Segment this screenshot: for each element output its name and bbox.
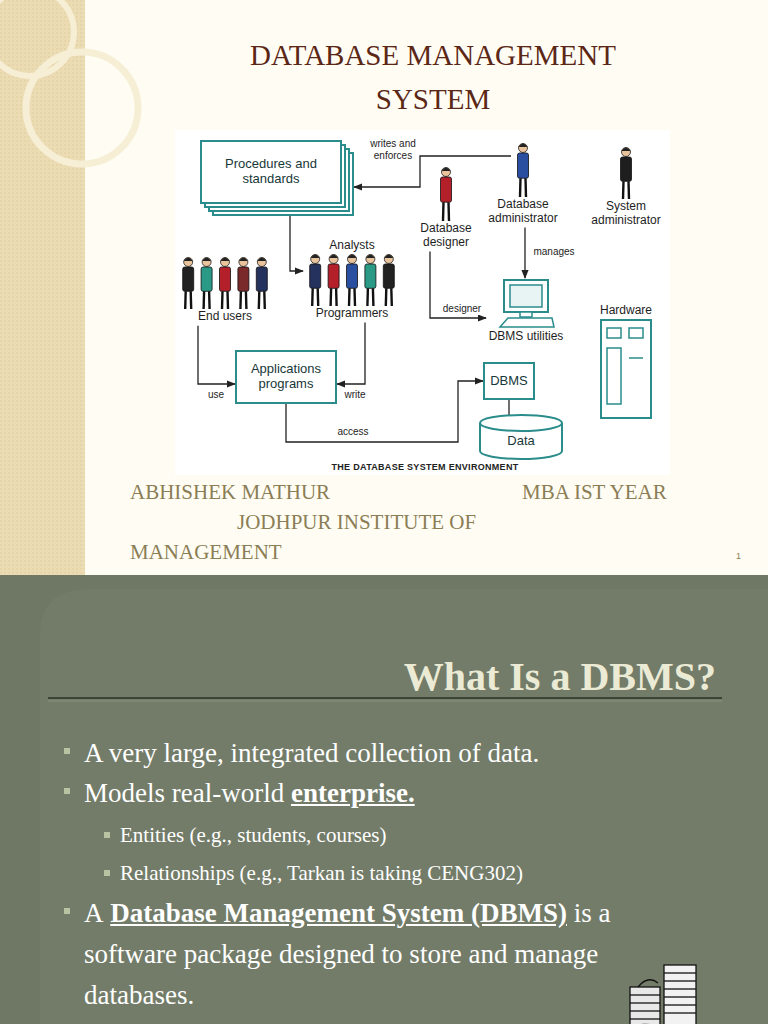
node-text: DBMS utilities xyxy=(486,330,566,344)
dbms-box: DBMS xyxy=(483,362,535,400)
bullet-text: A very large, integrated collection of d… xyxy=(84,738,539,768)
diagram-caption: THE DATABASE SYSTEM ENVIRONMENT xyxy=(300,462,550,473)
edge-label: access xyxy=(330,426,376,438)
end-users-group: End users xyxy=(176,256,274,324)
procedures-box: Procedures and standards xyxy=(200,140,342,204)
bullet-marker xyxy=(64,748,70,754)
bullet-row: Models real-worldenterprise. xyxy=(84,773,724,814)
sub-bullet-text: Entities (e.g., students, courses) xyxy=(120,823,387,847)
bullet-marker xyxy=(64,908,70,914)
connector xyxy=(524,228,525,278)
computer-icon xyxy=(496,278,556,330)
hardware-unit: Hardware xyxy=(592,304,660,420)
bullet-text: A xyxy=(84,898,104,928)
bullet-text: Models real-world xyxy=(84,778,284,808)
bullet-emphasis: Database Management System (DBMS) xyxy=(110,898,567,928)
edge-label: writes and enforces xyxy=(368,138,418,161)
node-text: Hardware xyxy=(592,304,660,318)
author-year: MBA IST YEAR xyxy=(522,478,667,506)
slide-two: A very large, integrated collection of d… xyxy=(0,575,768,1024)
slide-one: Procedures and standardsDatabase designe… xyxy=(0,0,768,575)
dbms-utilities-computer: DBMS utilities xyxy=(486,278,566,344)
applications-box: Applications programs xyxy=(235,350,337,404)
node-text: DBMS xyxy=(490,374,528,389)
node-text: Database designer xyxy=(410,222,482,250)
node-text: Applications programs xyxy=(242,362,330,392)
people-figure xyxy=(179,256,271,310)
bullet-row: A very large, integrated collection of d… xyxy=(84,733,724,774)
connector xyxy=(337,323,365,384)
bullet-marker xyxy=(64,788,70,794)
node-text: Procedures and standards xyxy=(207,157,335,187)
people-figure xyxy=(436,166,456,222)
edge-label: use xyxy=(203,389,229,401)
programmers-group: AnalystsProgrammers xyxy=(303,239,401,321)
people-figure xyxy=(616,146,636,200)
author-institute: JODHPUR INSTITUTE OF MANAGEMENT xyxy=(130,507,570,567)
people-figure xyxy=(306,253,398,307)
node-text: System administrator xyxy=(585,200,667,228)
bullet-row: Relationships (e.g., Tarkan is taking CE… xyxy=(120,858,720,890)
bullet-emphasis: enterprise. xyxy=(291,778,415,808)
designer-figure: Database designer xyxy=(410,166,482,250)
page-number: 1 xyxy=(736,551,741,562)
sub-bullet-text: Relationships (e.g., Tarkan is taking CE… xyxy=(120,861,523,885)
slide-heading: What Is a DBMS? xyxy=(404,653,716,701)
node-text: Data xyxy=(507,434,534,449)
bullet-marker xyxy=(104,832,110,838)
connector xyxy=(290,216,303,271)
slide-title: DATABASE MANAGEMENT SYSTEM xyxy=(193,33,673,121)
system-admin-figure: System administrator xyxy=(585,146,667,228)
node-text: Programmers xyxy=(303,307,401,321)
bullet-row: ADatabase Management System (DBMS)is a s… xyxy=(84,893,680,1016)
bullet-marker xyxy=(104,870,110,876)
node-text: Analysts xyxy=(303,239,401,253)
node-text: Database administrator xyxy=(482,198,564,226)
edge-label: designer xyxy=(436,303,488,315)
bullet-row: Entities (e.g., students, courses) xyxy=(120,820,720,852)
author-name: ABHISHEK MATHUR xyxy=(130,478,330,506)
data-cylinder: Data xyxy=(479,414,563,460)
people-figure xyxy=(513,142,533,198)
connector xyxy=(508,400,509,415)
hardware-tower xyxy=(597,318,655,420)
connector xyxy=(198,326,235,384)
node-text: End users xyxy=(176,310,274,324)
edge-label: write xyxy=(339,389,371,401)
edge-label: manages xyxy=(530,246,578,258)
administrator-figure: Database administrator xyxy=(482,142,564,226)
